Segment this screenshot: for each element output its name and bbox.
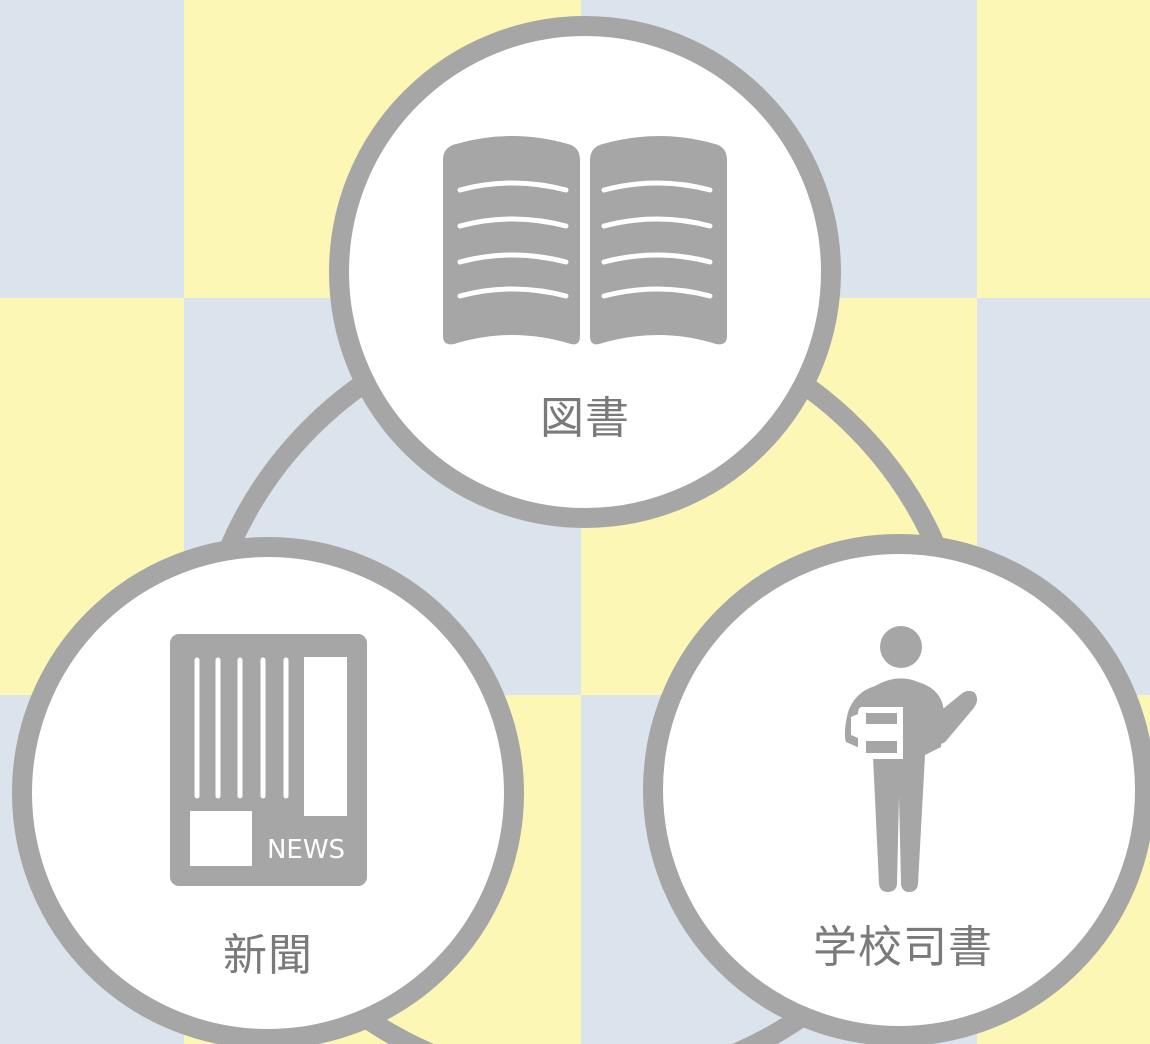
node-books: 図書 bbox=[329, 16, 841, 528]
node-books-circle bbox=[329, 16, 841, 528]
background-tile bbox=[0, 0, 184, 298]
node-books-label: 図書 bbox=[540, 393, 630, 444]
node-newspaper: NEWS 新聞 bbox=[12, 537, 524, 1044]
open-book-icon bbox=[443, 136, 727, 345]
background-tile bbox=[977, 0, 1150, 298]
node-librarian-label: 学校司書 bbox=[813, 922, 993, 973]
node-newspaper-label: 新聞 bbox=[223, 930, 313, 981]
node-librarian: 学校司書 bbox=[643, 534, 1150, 1044]
newspaper-icon: NEWS bbox=[170, 634, 367, 886]
newspaper-icon-text: NEWS bbox=[267, 835, 345, 865]
librarian-person-icon bbox=[844, 626, 978, 892]
